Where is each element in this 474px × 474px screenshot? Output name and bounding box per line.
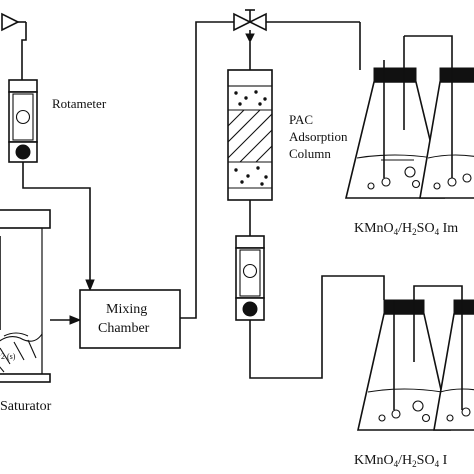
impinger-bottom-tail: I xyxy=(439,453,448,468)
pac-column xyxy=(227,42,273,201)
mixer-to-column-line xyxy=(180,21,234,319)
impinger-top-label: KMnO4/H2SO4 Im xyxy=(354,221,458,237)
column-top-granules xyxy=(234,90,267,106)
mixing-label-1: Mixing xyxy=(106,302,147,317)
impinger-bottom-sub1: 4 xyxy=(394,459,399,469)
rotameter-to-mixer-line xyxy=(22,162,95,292)
impinger-bottom-kmno: KMnO xyxy=(354,453,394,468)
impinger-bottom-sub3: 4 xyxy=(435,459,440,469)
saturator-to-mixer-line xyxy=(50,315,82,325)
pac-label-3: Column xyxy=(289,146,331,161)
impinger-bottom-sub2: 2 xyxy=(412,459,417,469)
pac-label-2: Adsorption xyxy=(289,129,348,144)
column-inlet-valve xyxy=(233,9,361,70)
column-bottom-granules xyxy=(234,166,268,186)
saturator-iodine-subscript: 2 (s) xyxy=(1,352,16,361)
pac-bed-hatch xyxy=(227,109,273,163)
rotameter-label: Rotameter xyxy=(52,96,107,111)
bottom-impinger-link xyxy=(413,285,463,300)
rotameter-top xyxy=(8,79,38,163)
impinger-bottom-label: KMnO4/H2SO4 I xyxy=(354,453,448,469)
saturator-iodine-label: I2 (s) xyxy=(0,345,16,361)
inlet-line xyxy=(21,22,27,80)
impinger-top-kmno: KMnO xyxy=(354,221,394,236)
saturator xyxy=(0,209,51,383)
impinger-top-sub1: 4 xyxy=(394,227,399,237)
impinger-bottom-so: SO xyxy=(417,453,435,468)
top-impinger-link-2 xyxy=(404,35,453,60)
pac-label-1: PAC xyxy=(289,112,313,127)
impinger-top-sub2: 2 xyxy=(412,227,417,237)
rotameter-bottom xyxy=(235,235,265,321)
bottom-impinger-2 xyxy=(433,299,474,431)
mixing-label-2: Chamber xyxy=(98,321,150,336)
impinger-top-so: SO xyxy=(417,221,435,236)
impinger-top-h: /H xyxy=(398,221,412,236)
impinger-top-tail: Im xyxy=(439,221,458,236)
rotameter-to-impinger-line xyxy=(249,275,385,379)
mixing-chamber xyxy=(79,289,181,349)
saturator-label: Saturator xyxy=(0,399,52,414)
impinger-top-sub3: 4 xyxy=(435,227,440,237)
top-impinger-2 xyxy=(419,60,474,199)
bottom-impinger-1 xyxy=(357,299,451,431)
inlet-valve xyxy=(1,12,26,32)
saturator-iodine-partial: I xyxy=(0,345,1,359)
impinger-bottom-h: /H xyxy=(398,453,412,468)
